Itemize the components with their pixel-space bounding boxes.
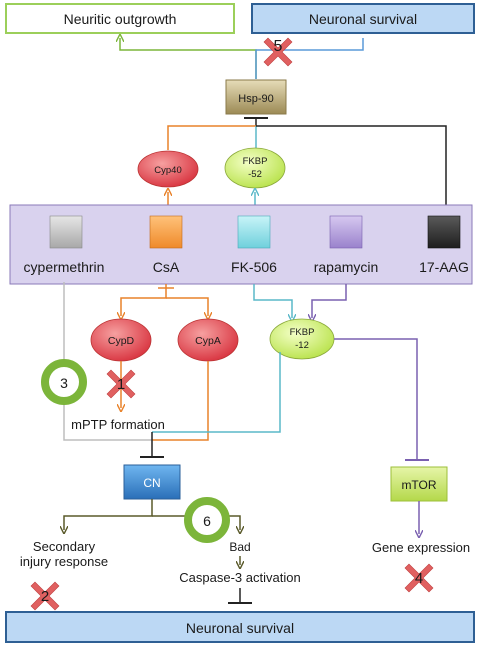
drug-label-17aag: 17-AAG xyxy=(419,259,469,275)
ring-6-number: 6 xyxy=(203,513,211,529)
neuronal-survival-bottom-box xyxy=(5,611,475,643)
arrow-csa-to-cypa xyxy=(166,297,208,316)
line-cn-to-bad xyxy=(152,515,240,530)
gene-expression-label: Gene expression xyxy=(372,540,470,555)
arrow-fk506-to-fkbp12 xyxy=(253,284,292,318)
red-x-4-number: 4 xyxy=(415,570,423,587)
secondary-injury-label-1: Secondary xyxy=(33,539,96,554)
mtor-box xyxy=(390,466,448,502)
drug-square-cypermethrin xyxy=(49,215,83,249)
drug-label-csa: CsA xyxy=(153,259,180,275)
line-cyp40-to-hsp90 xyxy=(167,125,256,150)
fkbp12-label-2: -12 xyxy=(295,340,309,351)
neuronal-survival-top-box xyxy=(251,3,475,34)
neuritic-outgrowth-label: Neuritic outgrowth xyxy=(64,11,177,27)
red-x-1-number: 1 xyxy=(117,376,125,393)
fkbp52-oval xyxy=(224,147,286,189)
line-17aag-to-hsp90 xyxy=(256,125,447,210)
arrow-hsp90-to-neuritic xyxy=(120,38,257,79)
ring-3-number: 3 xyxy=(60,375,68,391)
arrow-csa-to-cypd xyxy=(121,284,167,316)
red-x-4-icon xyxy=(404,563,434,593)
cypd-label: CypD xyxy=(108,335,135,347)
cn-label: CN xyxy=(143,476,160,490)
drug-square-17aag xyxy=(427,215,461,249)
drug-label-cypermethrin: cypermethrin xyxy=(24,259,105,275)
red-x-2-icon xyxy=(30,581,60,611)
drug-square-rapamycin xyxy=(329,215,363,249)
drug-label-fk506: FK-506 xyxy=(231,259,277,275)
cyp40-oval xyxy=(137,150,199,188)
neuronal-survival-bottom-label: Neuronal survival xyxy=(186,620,294,636)
neuritic-outgrowth-box xyxy=(5,3,235,34)
mptp-label: mPTP formation xyxy=(71,417,165,432)
line-cypa-to-cn xyxy=(152,361,209,441)
fkbp12-label-1: FKBP xyxy=(290,327,315,338)
line-fkbp12-to-mtor xyxy=(334,338,418,460)
red-x-1-icon xyxy=(106,369,136,399)
cn-box xyxy=(123,464,181,500)
arrow-rapamycin-to-fkbp12 xyxy=(312,284,347,318)
line-fkbp12-to-cn xyxy=(152,352,281,433)
ring-3-icon xyxy=(41,359,87,405)
line-hsp90-to-survival xyxy=(255,38,364,79)
drug-square-fk506 xyxy=(237,215,271,249)
cyp40-label: Cyp40 xyxy=(154,165,181,176)
hsp90-label: Hsp-90 xyxy=(238,93,273,105)
hsp90-box xyxy=(225,79,287,115)
caspase-label: Caspase-3 activation xyxy=(179,570,300,585)
red-x-5-number: 5 xyxy=(274,38,283,55)
red-x-2-number: 2 xyxy=(41,588,49,605)
fkbp52-label-2: -52 xyxy=(248,169,262,180)
line-cn-down xyxy=(64,499,153,530)
ring-6-icon xyxy=(184,497,230,543)
drug-square-csa xyxy=(149,215,183,249)
cypa-label: CypA xyxy=(195,335,221,347)
drug-label-rapamycin: rapamycin xyxy=(314,259,379,275)
mtor-label: mTOR xyxy=(401,478,436,492)
fkbp52-label-1: FKBP xyxy=(243,156,268,167)
secondary-injury-label-2: injury response xyxy=(20,554,108,569)
neuronal-survival-top-label: Neuronal survival xyxy=(309,11,417,27)
bad-label: Bad xyxy=(229,540,250,554)
line-cypermethrin-to-cn xyxy=(63,282,152,441)
red-x-5-icon xyxy=(263,37,293,67)
